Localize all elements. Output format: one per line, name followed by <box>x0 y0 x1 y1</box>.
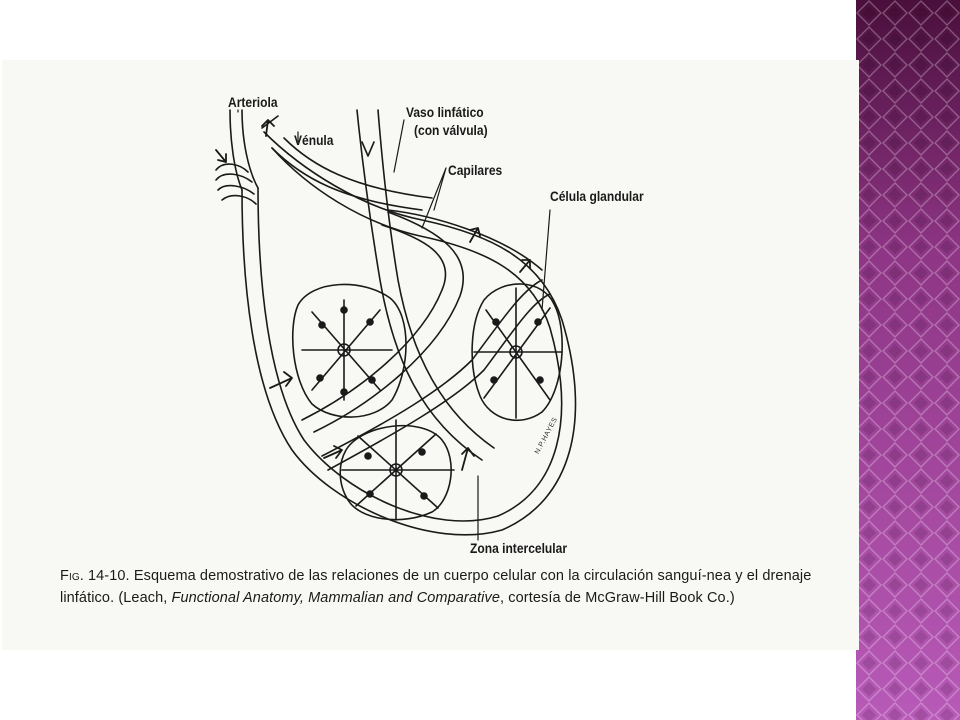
caption-fig-number: Fig. 14-10. <box>60 568 130 584</box>
label-con-valvula: (con válvula) <box>414 122 488 138</box>
decorative-side-band <box>856 0 960 720</box>
scanned-figure-page: Arteriola Vénula Vaso linfático (con vál… <box>2 60 859 650</box>
label-celula-glandular: Célula glandular <box>550 188 644 204</box>
label-zona-intercelular: Zona intercelular <box>470 540 568 556</box>
arteriole-inner-wall <box>257 147 563 522</box>
figure-caption: Fig. 14-10. Esquema demostrativo de las … <box>60 565 850 609</box>
caption-book-title: Functional Anatomy, Mammalian and Compar… <box>171 590 500 606</box>
leader-lines <box>237 109 551 541</box>
lymphatic-diagram <box>215 109 577 541</box>
arteriole-coil <box>215 163 257 205</box>
label-arteriola: Arteriola <box>228 94 278 110</box>
lymph-vessel-a <box>356 109 483 461</box>
cell-cluster-2 <box>471 283 563 421</box>
cell-cluster-3 <box>339 419 455 521</box>
capillary-loop-outer <box>301 224 447 421</box>
capillary-loop-inner <box>313 211 465 433</box>
label-capilares: Capilares <box>448 162 503 178</box>
flow-arrows <box>215 119 531 471</box>
venule-wall-a <box>271 147 423 211</box>
lymph-vessel-b <box>377 109 495 449</box>
caption-text-1: Esquema demostrativo de las relaciones d… <box>60 568 812 606</box>
caption-text-2: , cortesía de McGraw-Hill Book Co.) <box>500 590 735 606</box>
label-venula: Vénula <box>294 132 334 148</box>
venule-wall-b <box>283 137 433 199</box>
cell-cluster-1 <box>291 283 407 418</box>
arteriole-outer-wall <box>241 131 577 536</box>
label-vaso-linfatico: Vaso linfático <box>406 104 484 120</box>
